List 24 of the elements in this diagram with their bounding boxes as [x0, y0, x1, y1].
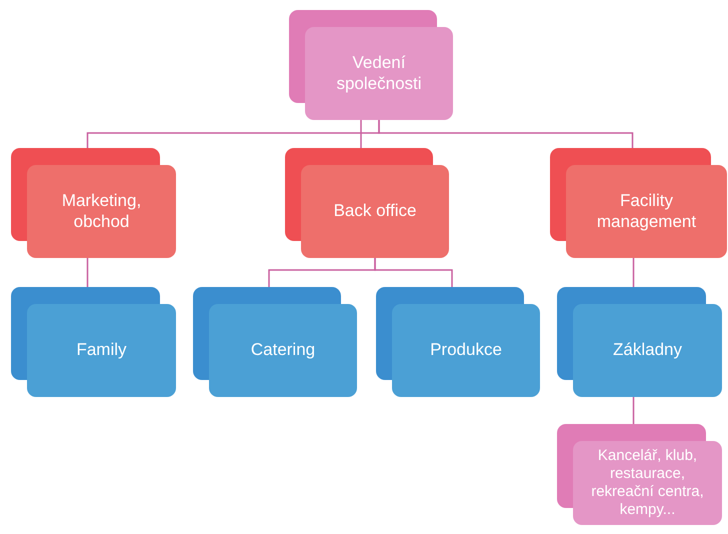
stacked-card: [550, 148, 727, 258]
stacked-card: [193, 287, 357, 397]
stacked-card: [285, 148, 449, 258]
stacked-card: [11, 287, 176, 397]
connector-line: [86, 258, 88, 287]
connector-line: [632, 397, 634, 424]
stacked-card: [376, 287, 540, 397]
stacked-card: [557, 287, 722, 397]
stacked-card: [289, 10, 453, 120]
unit-name: Catering: [250, 340, 316, 361]
stacked-card: [557, 424, 722, 525]
stacked-card: [11, 148, 176, 258]
connector-line: [632, 258, 634, 287]
unit-name: Kancelář, klub, restaurace, rekreační centra, kempy...: [590, 447, 705, 519]
connector-line: [378, 120, 634, 148]
unit-name: Back office: [334, 201, 416, 222]
unit-name: Základny: [613, 340, 682, 361]
unit-name: Family: [76, 340, 127, 361]
connector-line: [374, 258, 453, 287]
unit-name: Marketing, obchod: [60, 191, 142, 232]
unit-name: Vedení společnosti: [335, 53, 423, 94]
unit-name: Produkce: [430, 340, 502, 361]
unit-name: Facility management: [596, 191, 698, 232]
connector-line: [360, 120, 362, 148]
